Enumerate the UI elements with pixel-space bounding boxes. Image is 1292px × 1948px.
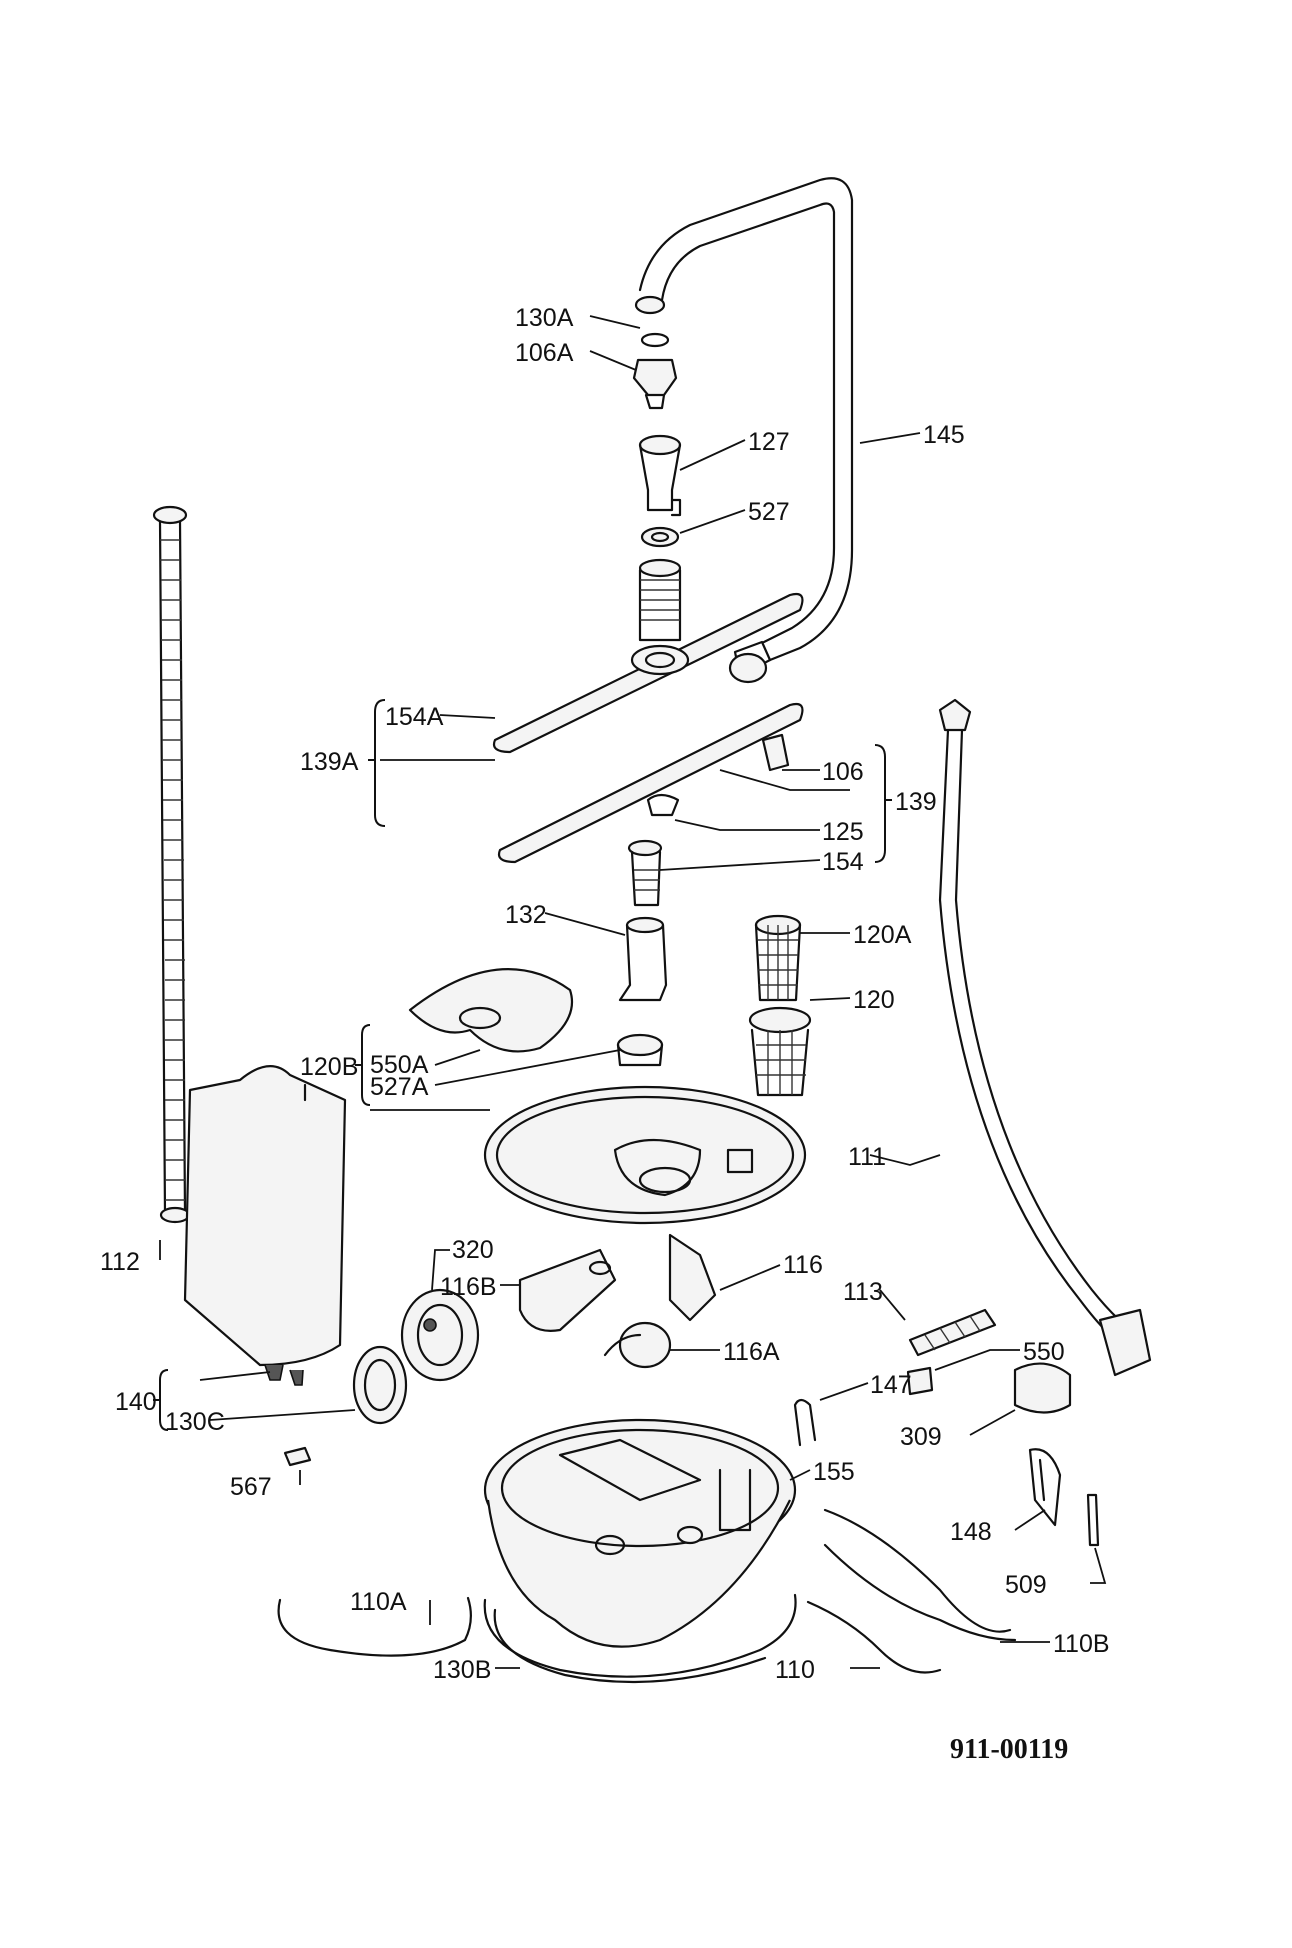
ring-527a <box>616 1033 664 1067</box>
hose-110b <box>823 1508 1017 1642</box>
hub-154 <box>627 839 663 907</box>
label-130c: 130C <box>165 1408 225 1436</box>
cap-309 <box>1013 1362 1072 1414</box>
clip-567 <box>283 1446 312 1467</box>
label-120a: 120A <box>853 921 912 949</box>
hose-110 <box>806 1600 942 1674</box>
valve-flap-116 <box>668 1233 717 1322</box>
leader-lines <box>159 315 1107 1669</box>
drain-hose-111 <box>938 698 1152 1377</box>
label-125: 125 <box>822 818 864 846</box>
label-132: 132 <box>505 901 547 929</box>
label-154: 154 <box>822 848 864 876</box>
ball-116a <box>603 1321 672 1369</box>
strainer-disc-550a <box>408 968 574 1053</box>
washer-527 <box>640 526 680 548</box>
label-116b: 116B <box>440 1273 497 1301</box>
label-550: 550 <box>1023 1338 1065 1366</box>
supply-pipe-145 <box>634 177 854 684</box>
o-ring-130a <box>640 332 670 348</box>
label-527a: 527A <box>370 1073 429 1101</box>
sump-155 <box>483 1418 797 1648</box>
label-116: 116 <box>783 1251 823 1279</box>
label-110b: 110B <box>1053 1630 1110 1658</box>
label-139: 139 <box>895 788 937 816</box>
label-130b: 130B <box>433 1656 491 1684</box>
bracket-148 <box>1028 1448 1062 1527</box>
block-550 <box>906 1366 934 1396</box>
label-140: 140 <box>115 1388 157 1416</box>
label-550a: 550A <box>370 1051 429 1079</box>
impeller-320 <box>400 1288 480 1382</box>
label-106a: 106A <box>515 339 574 367</box>
label-112: 112 <box>100 1248 140 1276</box>
pin-509 <box>1086 1493 1100 1547</box>
label-120b: 120B <box>300 1053 358 1081</box>
label-147: 147 <box>870 1371 912 1399</box>
label-527: 527 <box>748 498 790 526</box>
upper-spray-arm-139a <box>492 558 804 754</box>
filter-plate-120b <box>483 1085 807 1225</box>
brace-120b <box>355 1024 371 1106</box>
tank-140 <box>183 1065 347 1386</box>
label-154a: 154A <box>385 703 444 731</box>
hose-112 <box>152 505 191 1224</box>
coarse-filter-120 <box>748 1006 812 1097</box>
reference-number: 911-00119 <box>950 1734 1068 1765</box>
label-127: 127 <box>748 428 790 456</box>
fine-filter-120a <box>754 914 802 1002</box>
clamp-147 <box>793 1398 817 1447</box>
label-148: 148 <box>950 1518 992 1546</box>
part-labels: 130A 106A 127 145 527 154A 139A 106 139 … <box>100 304 1110 1684</box>
brace-140 <box>153 1369 169 1431</box>
label-110a: 110A <box>350 1588 407 1616</box>
label-567: 567 <box>230 1473 272 1501</box>
seal-130c <box>352 1345 408 1425</box>
lower-spray-arm-139 <box>497 702 804 864</box>
label-120: 120 <box>853 986 895 1014</box>
clip-106 <box>761 733 790 772</box>
sleeve-127 <box>638 434 682 517</box>
tube-132 <box>618 916 668 1002</box>
label-155: 155 <box>813 1458 855 1486</box>
label-309: 309 <box>900 1423 942 1451</box>
label-116a: 116A <box>723 1338 780 1366</box>
brace-139a <box>368 699 386 827</box>
label-145: 145 <box>923 421 965 449</box>
filter-tube-113 <box>908 1308 997 1357</box>
label-509: 509 <box>1005 1571 1047 1599</box>
hose-110a <box>277 1596 472 1657</box>
label-130a: 130A <box>515 304 574 332</box>
nut-106a <box>632 358 678 410</box>
label-111: 111 <box>848 1143 886 1171</box>
label-113: 113 <box>843 1278 883 1306</box>
label-320: 320 <box>452 1236 494 1264</box>
gasket-130b <box>483 1593 797 1684</box>
valve-116b <box>518 1248 617 1332</box>
brace-139 <box>874 744 892 863</box>
label-110: 110 <box>775 1656 815 1684</box>
label-106: 106 <box>822 758 864 786</box>
label-139a: 139A <box>300 748 359 776</box>
